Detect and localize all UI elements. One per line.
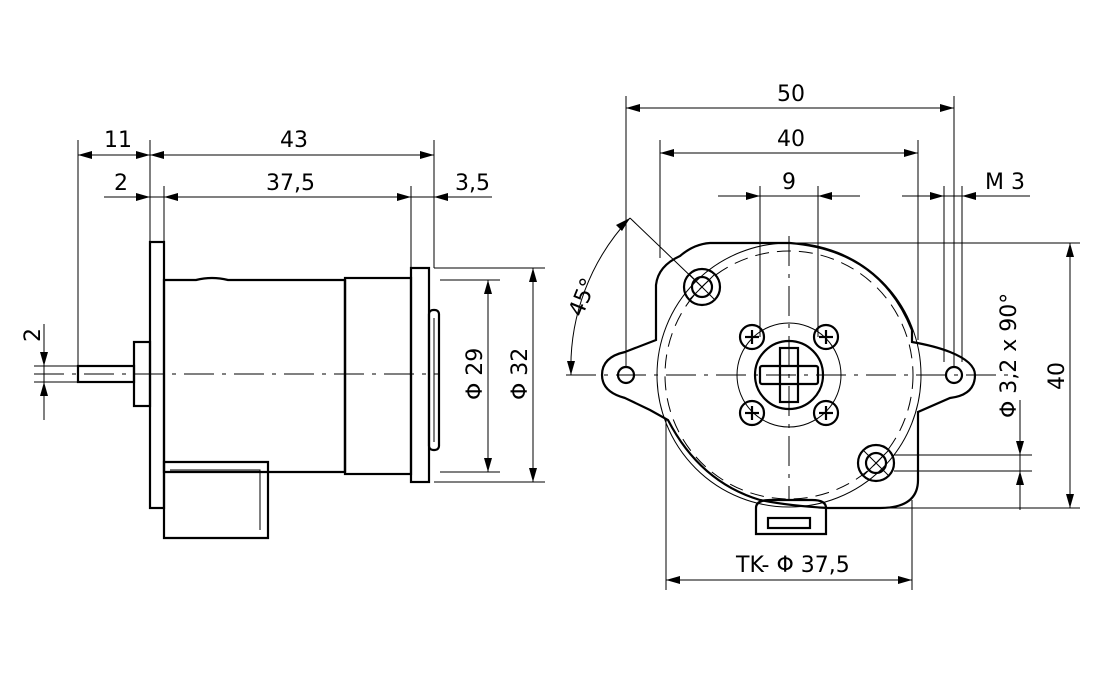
angle-arc [570,217,631,376]
end-cap [409,266,431,484]
dim-holes: Φ 3,2 x 90° [997,293,1022,418]
dim-body-length: 37,5 [266,171,315,196]
screw-top-left [738,323,766,351]
front-connector [754,498,828,536]
mounting-flange [148,240,166,510]
connector-housing [162,460,270,540]
tapped-hole-bottom-right [856,443,896,483]
dim-thread: M 3 [985,170,1025,195]
dim-shaft-length: 11 [104,128,132,153]
dim-flange-thickness: 2 [114,171,128,196]
dim-body-diameter: Φ 32 [508,348,533,400]
dim-body-width: 40 [777,127,805,152]
dim-overall-width: 50 [777,82,805,107]
flange-outline [600,241,977,510]
dim-shaft-diameter: 2 [21,328,46,342]
dim-angle: 45° [564,275,602,321]
screw-bottom-left [738,399,766,427]
front-view: 50 40 9 M 3 45° Φ 3,2 x 90° 40 [564,82,1080,590]
screw-top-right [812,323,840,351]
dim-bearing-diameter: Φ 29 [463,348,488,400]
dim-screw-spacing: 9 [782,170,796,195]
dim-height: 40 [1045,362,1070,390]
bearing-boss [427,308,441,452]
dim-bolt-circle: TK- Φ 37,5 [735,553,850,578]
body-rear-section [343,276,413,476]
motor-body [162,276,347,474]
dim-end-cap: 3,5 [455,171,490,196]
dim-motor-length: 43 [280,128,308,153]
side-view: 11 43 2 37,5 3,5 2 Φ 29 Φ 32 [21,128,545,540]
screw-bottom-right [812,399,840,427]
